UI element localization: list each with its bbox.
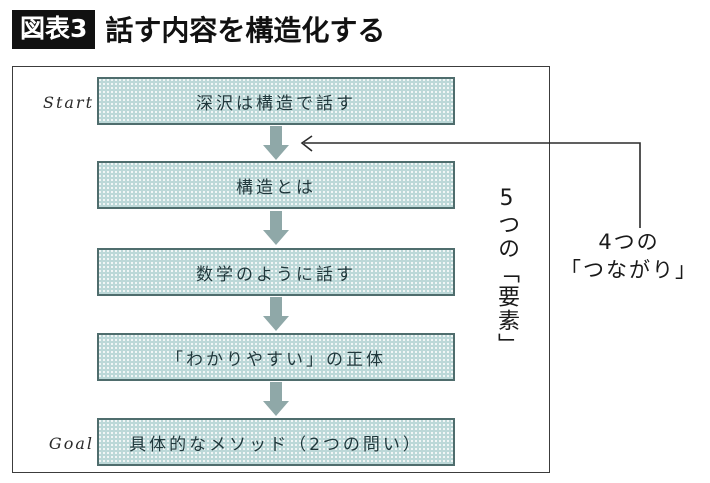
goal-label: Goal	[48, 434, 94, 453]
down-arrow-icon	[258, 382, 294, 418]
flow-step-label-1: 深沢は構造で話す	[196, 93, 356, 114]
annotation-five-elements: 5つの「要素」	[494, 186, 519, 357]
page-title: 図表3 話す内容を構造化する	[12, 8, 385, 50]
down-arrow-icon	[258, 211, 294, 247]
flow-step-box-5: 具体的なメソッド（2つの問い）	[97, 418, 455, 466]
down-arrow-icon	[258, 297, 294, 333]
flow-step-box-1: 深沢は構造で話す	[97, 77, 455, 125]
down-arrow-icon	[258, 126, 294, 162]
flow-step-label-5: 具体的なメソッド（2つの問い）	[129, 434, 423, 455]
annotation-four-connections-line1: 4つの	[598, 230, 660, 254]
flow-step-label-3: 数学のように話す	[196, 264, 356, 285]
start-label: Start	[42, 93, 94, 112]
figure-number-badge: 図表3	[12, 9, 96, 49]
flow-step-box-3: 数学のように話す	[97, 248, 455, 296]
flow-step-box-2: 構造とは	[97, 161, 455, 209]
flow-step-label-4: 「わかりやすい」の正体	[166, 349, 386, 370]
annotation-four-connections-line2: 「つながり」	[560, 258, 698, 283]
page-title-text: 話す内容を構造化する	[105, 14, 386, 47]
flow-step-label-2: 構造とは	[236, 177, 316, 198]
flow-step-box-4: 「わかりやすい」の正体	[97, 333, 455, 381]
annotation-four-connections: 4つの 「つながり」	[554, 228, 704, 285]
